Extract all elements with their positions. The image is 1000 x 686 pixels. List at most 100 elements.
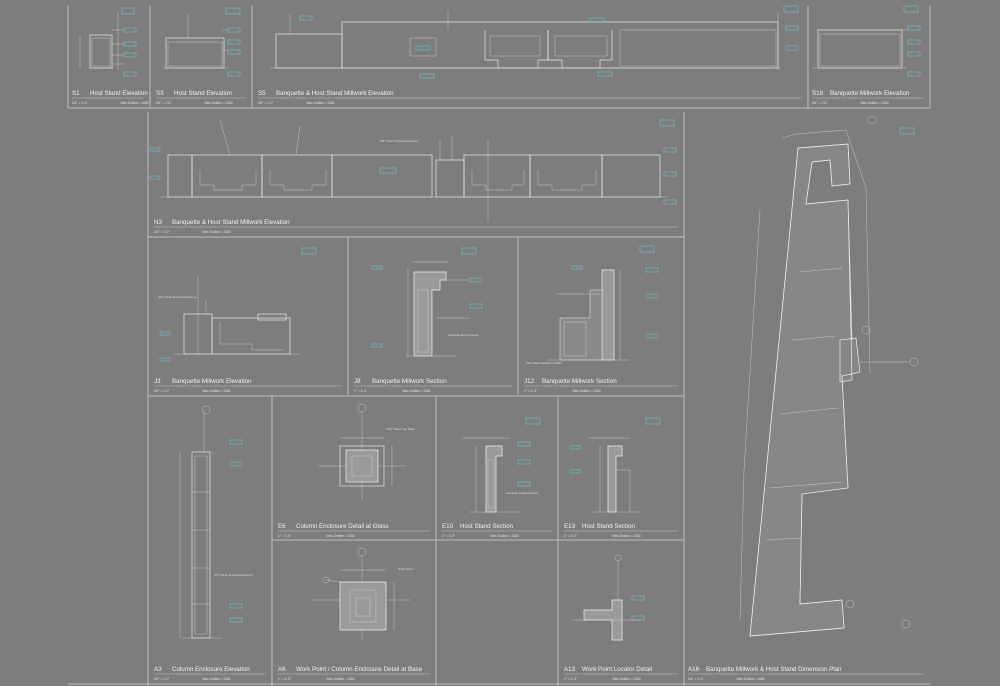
title-block-a13: A13 Work Point Locator Detail 1" = 1'-0" Vi… xyxy=(564,666,678,681)
detail-a6-drawing: Work Point xyxy=(312,547,413,640)
detail-title: Column Enclosure Elevation xyxy=(172,666,250,673)
detail-title: Host Stand Section xyxy=(582,523,636,530)
detail-view-outline: View Outline = 2283 xyxy=(612,677,641,681)
detail-title: Banquette Millwork & Host Stand Dimensio… xyxy=(706,666,842,673)
detail-id: J8 xyxy=(354,378,361,385)
detail-scale: 1/2" = 1'-0" xyxy=(156,101,172,105)
title-block-e10: E10 Host Stand Section 1" = 1'-0" View Outl… xyxy=(442,523,552,538)
detail-id: E10 xyxy=(442,523,454,530)
detail-title: Column Enclosure Detail at Glass xyxy=(296,523,389,530)
detail-title: Host Stand Elevation xyxy=(90,90,148,97)
detail-scale: 1" = 1'-0" xyxy=(278,534,291,538)
j8-bench-callout: Laminate Bench Panel xyxy=(448,333,479,337)
detail-id: E13 xyxy=(564,523,576,530)
detail-view-outline: View Outline = 2283 xyxy=(612,534,641,538)
detail-scale: 1" = 1'-0" xyxy=(564,534,577,538)
detail-a3-drawing: 3/4" Clear Tempered Glazing xyxy=(179,405,253,639)
detail-scale: 1/4" = 1'-0" xyxy=(154,230,170,234)
detail-view-outline: View Outline = 2283 xyxy=(326,534,355,538)
detail-title: Banquette Millwork Section xyxy=(542,378,617,385)
a3-glazing-callout: 3/4" Clear Tempered Glazing xyxy=(214,573,253,577)
title-block-a16: A16 Banquette Millwork & Host Stand Dimen… xyxy=(688,666,924,681)
detail-scale: 1" = 1'-0" xyxy=(564,677,577,681)
detail-view-outline: View Outline = 2283 xyxy=(736,677,765,681)
detail-id: A13 xyxy=(564,666,576,673)
detail-scale: 1/2" = 1'-0" xyxy=(154,677,170,681)
n3-glazing-callout: 3/4" Clear Tempered Glazing xyxy=(380,139,419,143)
detail-view-outline: View Outline = 2283 xyxy=(860,101,889,105)
detail-view-outline: View Outline = 2283 xyxy=(572,389,601,393)
title-block-a6: A6 Work Point / Column Enclosure Detail a… xyxy=(278,666,430,681)
detail-view-outline: View Outline = 2283 xyxy=(490,534,519,538)
detail-e10-drawing: Laminate Gasket Board xyxy=(462,417,541,513)
detail-view-outline: View Outline = 2283 xyxy=(202,230,231,234)
detail-scale: 1/4" = 1'-0" xyxy=(688,677,704,681)
detail-view-outline: View Outline = 2283 xyxy=(202,677,231,681)
detail-j8-drawing: Laminate Bench Panel xyxy=(371,247,483,357)
detail-s18-drawing xyxy=(812,5,921,77)
detail-a13-drawing xyxy=(572,554,645,641)
detail-scale: 1" = 1'-0" xyxy=(442,534,455,538)
detail-id: E6 xyxy=(278,523,286,530)
detail-j12-drawing: Plan Panel Outside of Wall xyxy=(526,245,659,365)
detail-view-outline: View Outline = 2283 xyxy=(306,101,335,105)
detail-id: A16 xyxy=(688,666,700,673)
detail-title: Banquette Millwork Section xyxy=(372,378,447,385)
detail-s1-drawing xyxy=(79,7,137,77)
detail-id: J12 xyxy=(524,378,535,385)
j3-glazing-callout: 3/4" Clear Tempered Glazing xyxy=(158,295,197,299)
detail-id: S18 xyxy=(812,90,824,97)
detail-scale: 1/2" = 1'-0" xyxy=(72,101,88,105)
detail-id: A6 xyxy=(278,666,286,673)
title-block-n3: N3 Banquette & Host Stand Millwork Elevat… xyxy=(154,219,678,234)
detail-id: S3 xyxy=(156,90,164,97)
detail-s5-drawing xyxy=(270,5,799,79)
detail-title: Host Stand Elevation xyxy=(174,90,232,97)
detail-view-outline: View Outline = 2283 xyxy=(120,101,149,105)
detail-title: Work Point / Column Enclosure Detail at … xyxy=(296,666,423,673)
detail-scale: 1" = 1'-0" xyxy=(278,677,291,681)
detail-title: Banquette Millwork Elevation xyxy=(172,378,252,385)
sheet-grid xyxy=(67,6,931,686)
e6-cap-plate-callout: 3/16" Steel Cap Plate xyxy=(386,427,415,431)
detail-title: Banquette & Host Stand Millwork Elevatio… xyxy=(276,90,394,97)
detail-id: J3 xyxy=(154,378,161,385)
a6-work-point-callout: Work Point xyxy=(398,567,413,571)
detail-id: A3 xyxy=(154,666,162,673)
title-block-e6: E6 Column Enclosure Detail at Glass 1" = 1… xyxy=(278,523,430,538)
detail-view-outline: View Outline = 2283 xyxy=(202,389,231,393)
detail-e13-drawing xyxy=(569,417,661,513)
detail-n3-drawing: 3/4" Clear Tempered Glazing xyxy=(149,119,677,222)
e10-board-callout: Laminate Gasket Board xyxy=(506,491,538,495)
detail-scale: 1/2" = 1'-0" xyxy=(154,389,170,393)
detail-scale: 1" = 1'-0" xyxy=(524,389,537,393)
title-block-e13: E13 Host Stand Section 1" = 1'-0" View Outl… xyxy=(564,523,678,538)
detail-view-outline: View Outline = 2283 xyxy=(402,389,431,393)
detail-scale: 1" = 1'-0" xyxy=(354,389,367,393)
detail-e6-drawing: 3/16" Steel Cap Plate xyxy=(318,403,415,500)
detail-title: Host Stand Section xyxy=(460,523,514,530)
detail-scale: 1/2" = 1'-0" xyxy=(812,101,828,105)
detail-title: Work Point Locator Detail xyxy=(582,666,652,673)
detail-view-outline: View Outline = 2283 xyxy=(204,101,233,105)
detail-id: N3 xyxy=(154,219,162,226)
detail-j3-drawing: 3/4" Clear Tempered Glazing xyxy=(158,247,317,362)
detail-id: S1 xyxy=(72,90,80,97)
title-block-j12: J12 Banquette Millwork Section 1" = 1'-0" V… xyxy=(524,378,678,393)
title-block-j8: J8 Banquette Millwork Section 1" = 1'-0" Vi… xyxy=(354,378,512,393)
detail-view-outline: View Outline = 2283 xyxy=(326,677,355,681)
detail-a16-drawing xyxy=(739,115,919,637)
detail-s3-drawing xyxy=(164,7,241,77)
detail-title: Banquette & Host Stand Millwork Elevatio… xyxy=(172,219,290,226)
j12-panel-callout: Plan Panel Outside of Wall xyxy=(526,361,562,365)
detail-scale: 1/4" = 1'-0" xyxy=(258,101,274,105)
detail-title: Banquette Millwork Elevation xyxy=(830,90,910,97)
